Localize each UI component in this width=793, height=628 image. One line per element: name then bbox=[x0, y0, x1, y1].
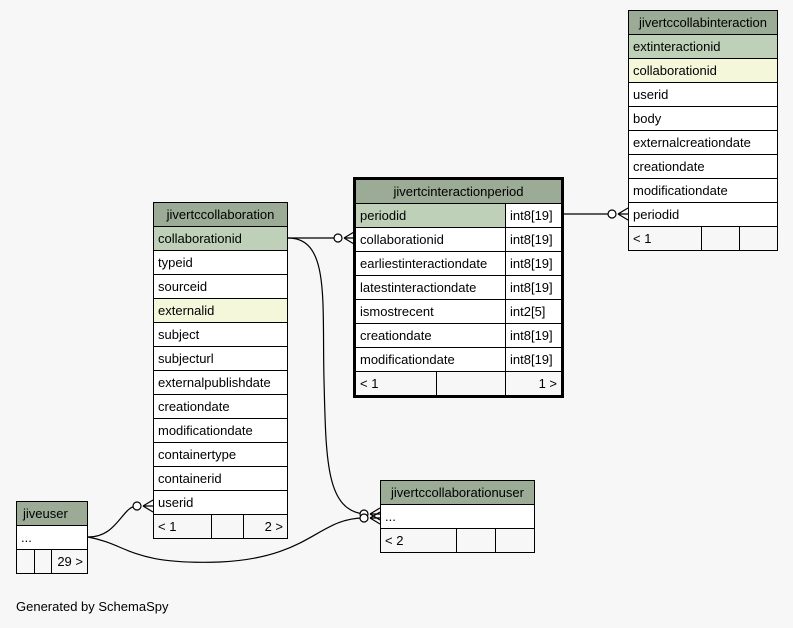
column-type: int2[5] bbox=[505, 300, 561, 323]
footer-rows bbox=[436, 372, 505, 395]
column-ellipsis: ... bbox=[385, 509, 396, 524]
table-header[interactable]: jiveuser bbox=[17, 502, 87, 526]
column-userid: userid bbox=[158, 495, 194, 510]
footer-children: 1 > bbox=[505, 372, 561, 395]
footer-parents: < 2 bbox=[385, 533, 404, 548]
column-typeid: typeid bbox=[158, 255, 193, 270]
footer-parents: < 1 bbox=[360, 376, 379, 391]
generated-by-label: Generated by SchemaSpy bbox=[16, 599, 169, 614]
column-ellipsis: ... bbox=[21, 530, 32, 545]
footer-rows bbox=[211, 515, 243, 538]
footer-parents: < 1 bbox=[633, 231, 652, 246]
footer-children bbox=[739, 227, 777, 250]
column-containerid: containerid bbox=[158, 471, 222, 486]
column-subjecturl: subjecturl bbox=[158, 351, 214, 366]
footer-children: 29 > bbox=[51, 550, 87, 573]
table-header[interactable]: jivertcinteractionperiod bbox=[356, 180, 561, 204]
table-header[interactable]: jivertccollaborationuser bbox=[381, 481, 534, 505]
footer-children bbox=[495, 529, 534, 552]
column-ismostrecent: ismostrecent bbox=[360, 304, 434, 319]
table-jiveuser[interactable]: jiveuser ... 29 > bbox=[16, 501, 88, 574]
column-userid: userid bbox=[633, 87, 669, 102]
column-creationdate: creationdate bbox=[633, 159, 705, 174]
column-type: int8[19] bbox=[505, 228, 561, 251]
column-sourceid: sourceid bbox=[158, 279, 208, 294]
table-jivertccollabinteraction[interactable]: jivertccollabinteraction extinteractioni… bbox=[628, 10, 778, 251]
column-collaborationid: collaborationid bbox=[633, 63, 717, 78]
column-externalcreationdate: externalcreationdate bbox=[633, 135, 751, 150]
column-creationdate: creationdate bbox=[158, 399, 230, 414]
column-type: int8[19] bbox=[505, 348, 561, 371]
footer-rows bbox=[701, 227, 739, 250]
column-modificationdate: modificationdate bbox=[360, 352, 455, 367]
column-type: int8[19] bbox=[505, 204, 561, 227]
column-type: int8[19] bbox=[505, 324, 561, 347]
table-header[interactable]: jivertccollabinteraction bbox=[629, 11, 777, 35]
table-jivertccollaboration[interactable]: jivertccollaboration collaborationid typ… bbox=[153, 202, 288, 539]
column-earliestinteractiondate: earliestinteractiondate bbox=[360, 256, 488, 271]
column-periodid: periodid bbox=[356, 204, 505, 227]
edge-userid-collaborationuser bbox=[87, 517, 365, 563]
column-collaborationid: collaborationid bbox=[158, 231, 242, 246]
column-modificationdate: modificationdate bbox=[633, 183, 728, 198]
footer-children: 2 > bbox=[243, 515, 287, 538]
column-creationdate: creationdate bbox=[360, 328, 432, 343]
column-externalid: externalid bbox=[158, 303, 215, 318]
table-header[interactable]: jivertccollaboration bbox=[154, 203, 287, 227]
footer-parents bbox=[17, 550, 34, 573]
column-subject: subject bbox=[158, 327, 200, 342]
column-externalpublishdate: externalpublishdate bbox=[158, 375, 271, 390]
edge-collaborationid-user bbox=[287, 237, 365, 515]
footer-rows bbox=[456, 529, 495, 552]
column-type: int8[19] bbox=[505, 252, 561, 275]
table-jivertccollaborationuser[interactable]: jivertccollaborationuser ... < 2 bbox=[380, 480, 535, 553]
column-extinteractionid: extinteractionid bbox=[633, 39, 721, 54]
footer-rows bbox=[34, 550, 51, 573]
column-type: int8[19] bbox=[505, 276, 561, 299]
column-periodid: periodid bbox=[633, 207, 680, 222]
column-latestinteractiondate: latestinteractiondate bbox=[360, 280, 477, 295]
column-collaborationid: collaborationid bbox=[360, 232, 444, 247]
column-containertype: containertype bbox=[158, 447, 237, 462]
column-body: body bbox=[633, 111, 662, 126]
edge-userid-collaboration bbox=[87, 505, 138, 538]
footer-parents: < 1 bbox=[158, 519, 177, 534]
column-modificationdate: modificationdate bbox=[158, 423, 253, 438]
